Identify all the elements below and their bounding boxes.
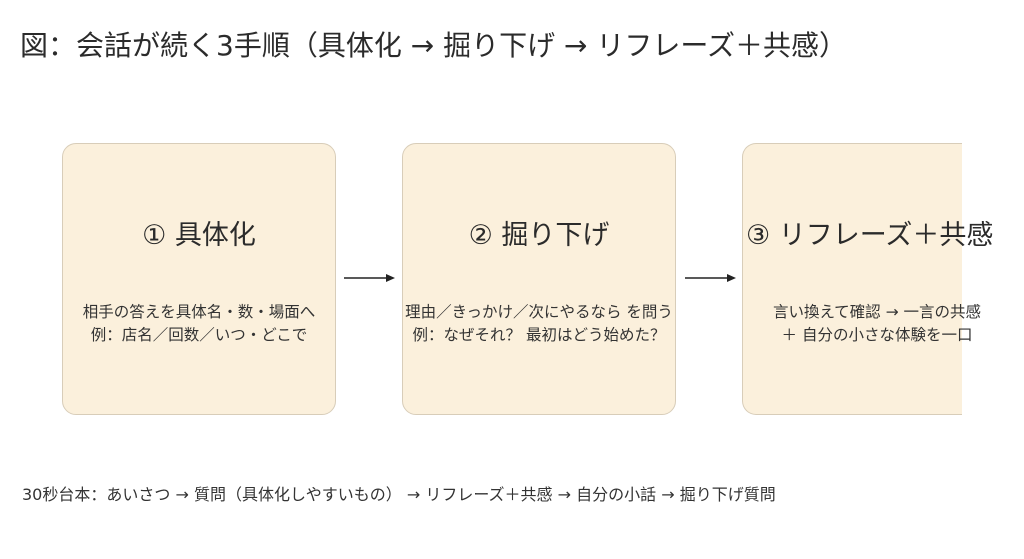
diagram-title: 図：会話が続く3手順（具体化 → 掘り下げ → リフレーズ＋共感） [20,29,847,62]
script-footer: 30秒台本：あいさつ → 質問（具体化しやすいもの） → リフレーズ＋共感 → … [22,485,776,504]
step-1-heading: ① 具体化 [142,220,256,251]
step-3-detail: ＋ 自分の小さな体験を一口 [781,326,973,344]
right-edge-clip [962,130,1024,430]
step-card-2 [402,143,676,415]
step-3-heading: ③ リフレーズ＋共感 [746,220,994,251]
arrow-right-icon [685,274,736,282]
step-2-example: 例：なぜそれ？ 最初はどう始めた？ [412,326,666,344]
arrow-right-icon [344,274,395,282]
step-1-description: 相手の答えを具体名・数・場面へ [82,303,316,321]
step-1-example: 例：店名／回数／いつ・どこで [90,326,308,344]
step-card-1 [62,143,336,415]
step-3-description: 言い換えて確認 → 一言の共感 [772,303,982,321]
step-2-heading: ② 掘り下げ [468,220,610,251]
step-2-description: 理由／きっかけ／次にやるなら を問う [405,303,673,321]
